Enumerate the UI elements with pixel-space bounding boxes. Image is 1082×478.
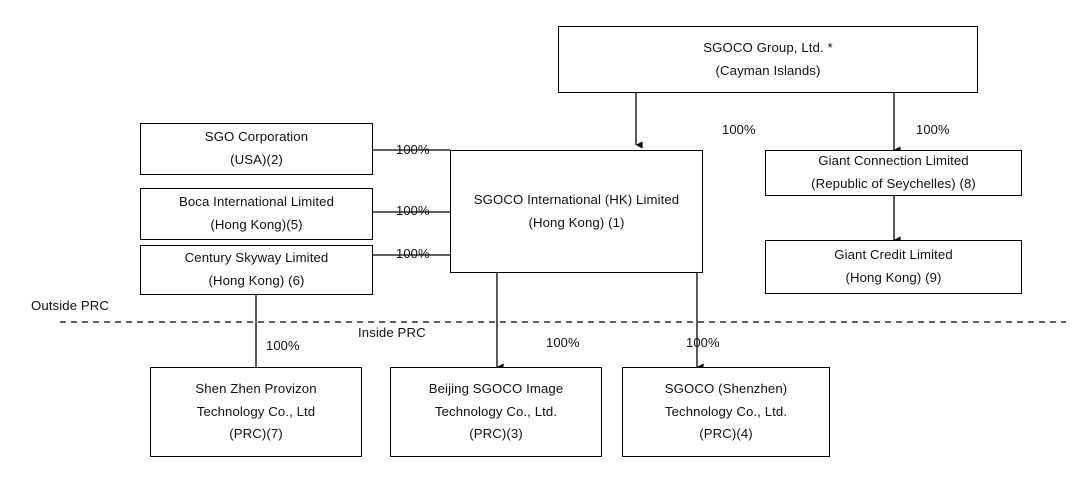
sgoco-group-line-1: SGOCO Group, Ltd. * (703, 39, 833, 55)
sgoco-group-line-2: (Cayman Islands) (715, 62, 821, 78)
pct-label-sgo-corporation: 100% (396, 142, 430, 157)
beijing-line-1: Beijing SGOCO Image (428, 380, 564, 396)
sgoco-shenzhen-box: SGOCO (Shenzhen) Technology Co., Ltd. (P… (622, 367, 830, 457)
boca-line-1: Boca International Limited (178, 194, 335, 210)
outside-prc-label: Outside PRC (31, 298, 110, 313)
sgo-corporation-line-2: (USA)(2) (230, 152, 283, 167)
beijing-sgoco-image-box: Beijing SGOCO Image Technology Co., Ltd.… (390, 367, 602, 457)
giant-credit-limited-box: Giant Credit Limited (Hong Kong) (9) (765, 240, 1022, 294)
shen-zhen-line-1: Shen Zhen Provizon (195, 380, 317, 396)
boca-line-2: (Hong Kong)(5) (210, 217, 303, 232)
giant-connection-line-2: (Republic of Seychelles) (8) (811, 176, 976, 191)
inside-prc-label: Inside PRC (358, 325, 426, 340)
giant-connection-line-1: Giant Connection Limited (818, 153, 969, 169)
shen-zhen-line-2: Technology Co., Ltd (196, 403, 316, 419)
shen-zhen-provizon-box: Shen Zhen Provizon Technology Co., Ltd (… (150, 367, 362, 457)
century-skyway-line-1: Century Skyway Limited (184, 250, 329, 266)
sgoco-group-box: SGOCO Group, Ltd. * (Cayman Islands) (558, 26, 978, 93)
beijing-line-2: Technology Co., Ltd. (434, 403, 558, 419)
century-skyway-limited-box: Century Skyway Limited (Hong Kong) (6) (140, 245, 373, 295)
sgoco-international-hk-box: SGOCO International (HK) Limited (Hong K… (450, 150, 703, 273)
pct-label-giant-connection: 100% (916, 122, 950, 137)
sgo-corporation-line-1: SGO Corporation (204, 129, 309, 145)
pct-label-shen-zhen-provizon: 100% (266, 338, 300, 353)
boca-international-limited-box: Boca International Limited (Hong Kong)(5… (140, 188, 373, 240)
giant-credit-line-2: (Hong Kong) (9) (845, 270, 942, 285)
sgoco-shenzhen-line-2: Technology Co., Ltd. (664, 403, 788, 419)
pct-label-boca: 100% (396, 203, 430, 218)
sgoco-international-line-2: (Hong Kong) (1) (528, 214, 625, 230)
sgoco-shenzhen-line-3: (PRC)(4) (699, 426, 753, 442)
giant-credit-line-1: Giant Credit Limited (834, 247, 953, 263)
shen-zhen-line-3: (PRC)(7) (229, 426, 283, 442)
pct-label-sgoco-shenzhen: 100% (686, 335, 720, 350)
sgoco-international-line-1: SGOCO International (HK) Limited (473, 191, 680, 207)
sgoco-shenzhen-line-1: SGOCO (Shenzhen) (664, 380, 788, 396)
century-skyway-line-2: (Hong Kong) (6) (208, 273, 305, 288)
sgo-corporation-box: SGO Corporation (USA)(2) (140, 123, 373, 175)
beijing-line-3: (PRC)(3) (469, 426, 523, 442)
pct-label-beijing-sgoco: 100% (546, 335, 580, 350)
giant-connection-limited-box: Giant Connection Limited (Republic of Se… (765, 150, 1022, 196)
pct-label-sgoco-international: 100% (722, 122, 756, 137)
pct-label-century-skyway: 100% (396, 246, 430, 261)
